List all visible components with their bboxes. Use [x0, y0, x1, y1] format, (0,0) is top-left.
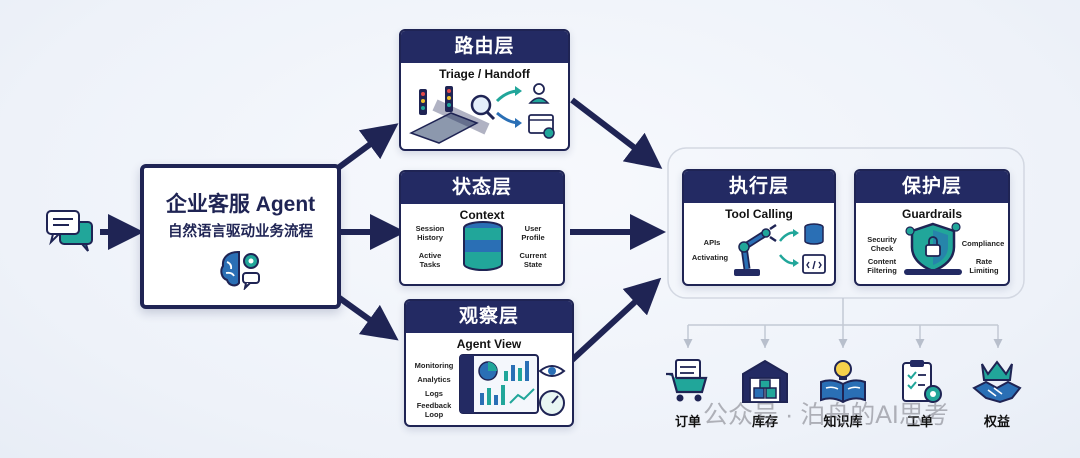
service-benefits-label: 权益 [983, 414, 1010, 429]
routing-layer-subtitle: Triage / Handoff [439, 67, 530, 81]
monitoring-label: Monitoring [414, 361, 454, 370]
enterprise-agent-box: 企业客服 Agent 自然语言驱动业务流程 [140, 164, 341, 309]
service-benefits: 权益 [962, 358, 1032, 430]
agent-title: 企业客服 Agent [165, 193, 316, 216]
state-layer-subtitle: Context [459, 208, 505, 222]
active-tasks-label: Active Tasks [418, 251, 442, 269]
routing-layer-card: 路由层 Triage / Handoff [399, 29, 570, 151]
service-knowledge-base: 知识库 [808, 358, 878, 430]
watermark: 公众号 · 泊舟的AI思考 [703, 401, 949, 429]
service-inventory: 库存 [730, 358, 800, 430]
apis-label: APIs [703, 238, 721, 247]
execution-layer-subtitle: Tool Calling [725, 207, 793, 221]
protection-layer-title: 保护层 [856, 171, 1008, 203]
database-icon [463, 221, 503, 271]
service-order-label: 订单 [674, 414, 701, 429]
service-inventory-label: 库存 [751, 414, 778, 429]
protection-layer-subtitle: Guardrails [901, 207, 963, 221]
chat-bubbles-icon [46, 210, 93, 252]
user-profile-label: User Profile [521, 224, 545, 242]
agent-subtitle: 自然语言驱动业务流程 [168, 224, 313, 240]
security-check-label: Security Check [867, 235, 897, 253]
observation-layer-subtitle: Agent View [456, 337, 522, 351]
monitoring-dashboard-icon [459, 354, 566, 416]
service-ticket: 工单 [885, 358, 955, 430]
shopping-cart-icon [666, 359, 708, 402]
current-state-label: Current State [519, 251, 547, 269]
session-history-label: Session History [415, 224, 445, 242]
logs-label: Logs [425, 389, 443, 398]
service-order: 订单 [653, 358, 723, 430]
execution-layer-title: 执行层 [684, 171, 834, 203]
compliance-label: Compliance [961, 239, 1005, 248]
service-ticket-label: 工单 [906, 414, 933, 429]
feedback-loop-label: Feedback Loop [416, 401, 452, 419]
shield-lock-icon [904, 222, 962, 275]
activating-label: Activating [691, 253, 729, 262]
state-layer-card: 状态层 Context Session History User Profile… [399, 170, 565, 286]
crown-handshake-icon [972, 360, 1022, 404]
observation-layer-card: 观察层 Agent View Monitoring Analytics Logs… [404, 299, 574, 427]
content-filtering-label: Content Filtering [867, 257, 897, 275]
warehouse-icon [742, 359, 788, 403]
routing-layer-title: 路由层 [401, 31, 568, 63]
analytics-label: Analytics [417, 375, 451, 384]
rate-limiting-label: Rate Limiting [969, 257, 999, 275]
brain-gear-icon [220, 251, 260, 290]
protection-layer-card: 保护层 Guardrails Security Check Compliance… [854, 169, 1010, 286]
service-knowledge-base-label: 知识库 [823, 414, 863, 429]
book-lightbulb-icon [820, 360, 866, 404]
traffic-intersection-icon [409, 83, 555, 144]
execution-layer-card: 执行层 Tool Calling APIs Activating [682, 169, 836, 286]
robot-arm-icon [734, 223, 826, 276]
observation-layer-title: 观察层 [406, 301, 572, 333]
state-layer-title: 状态层 [401, 172, 563, 204]
clipboard-gear-icon [902, 360, 942, 403]
